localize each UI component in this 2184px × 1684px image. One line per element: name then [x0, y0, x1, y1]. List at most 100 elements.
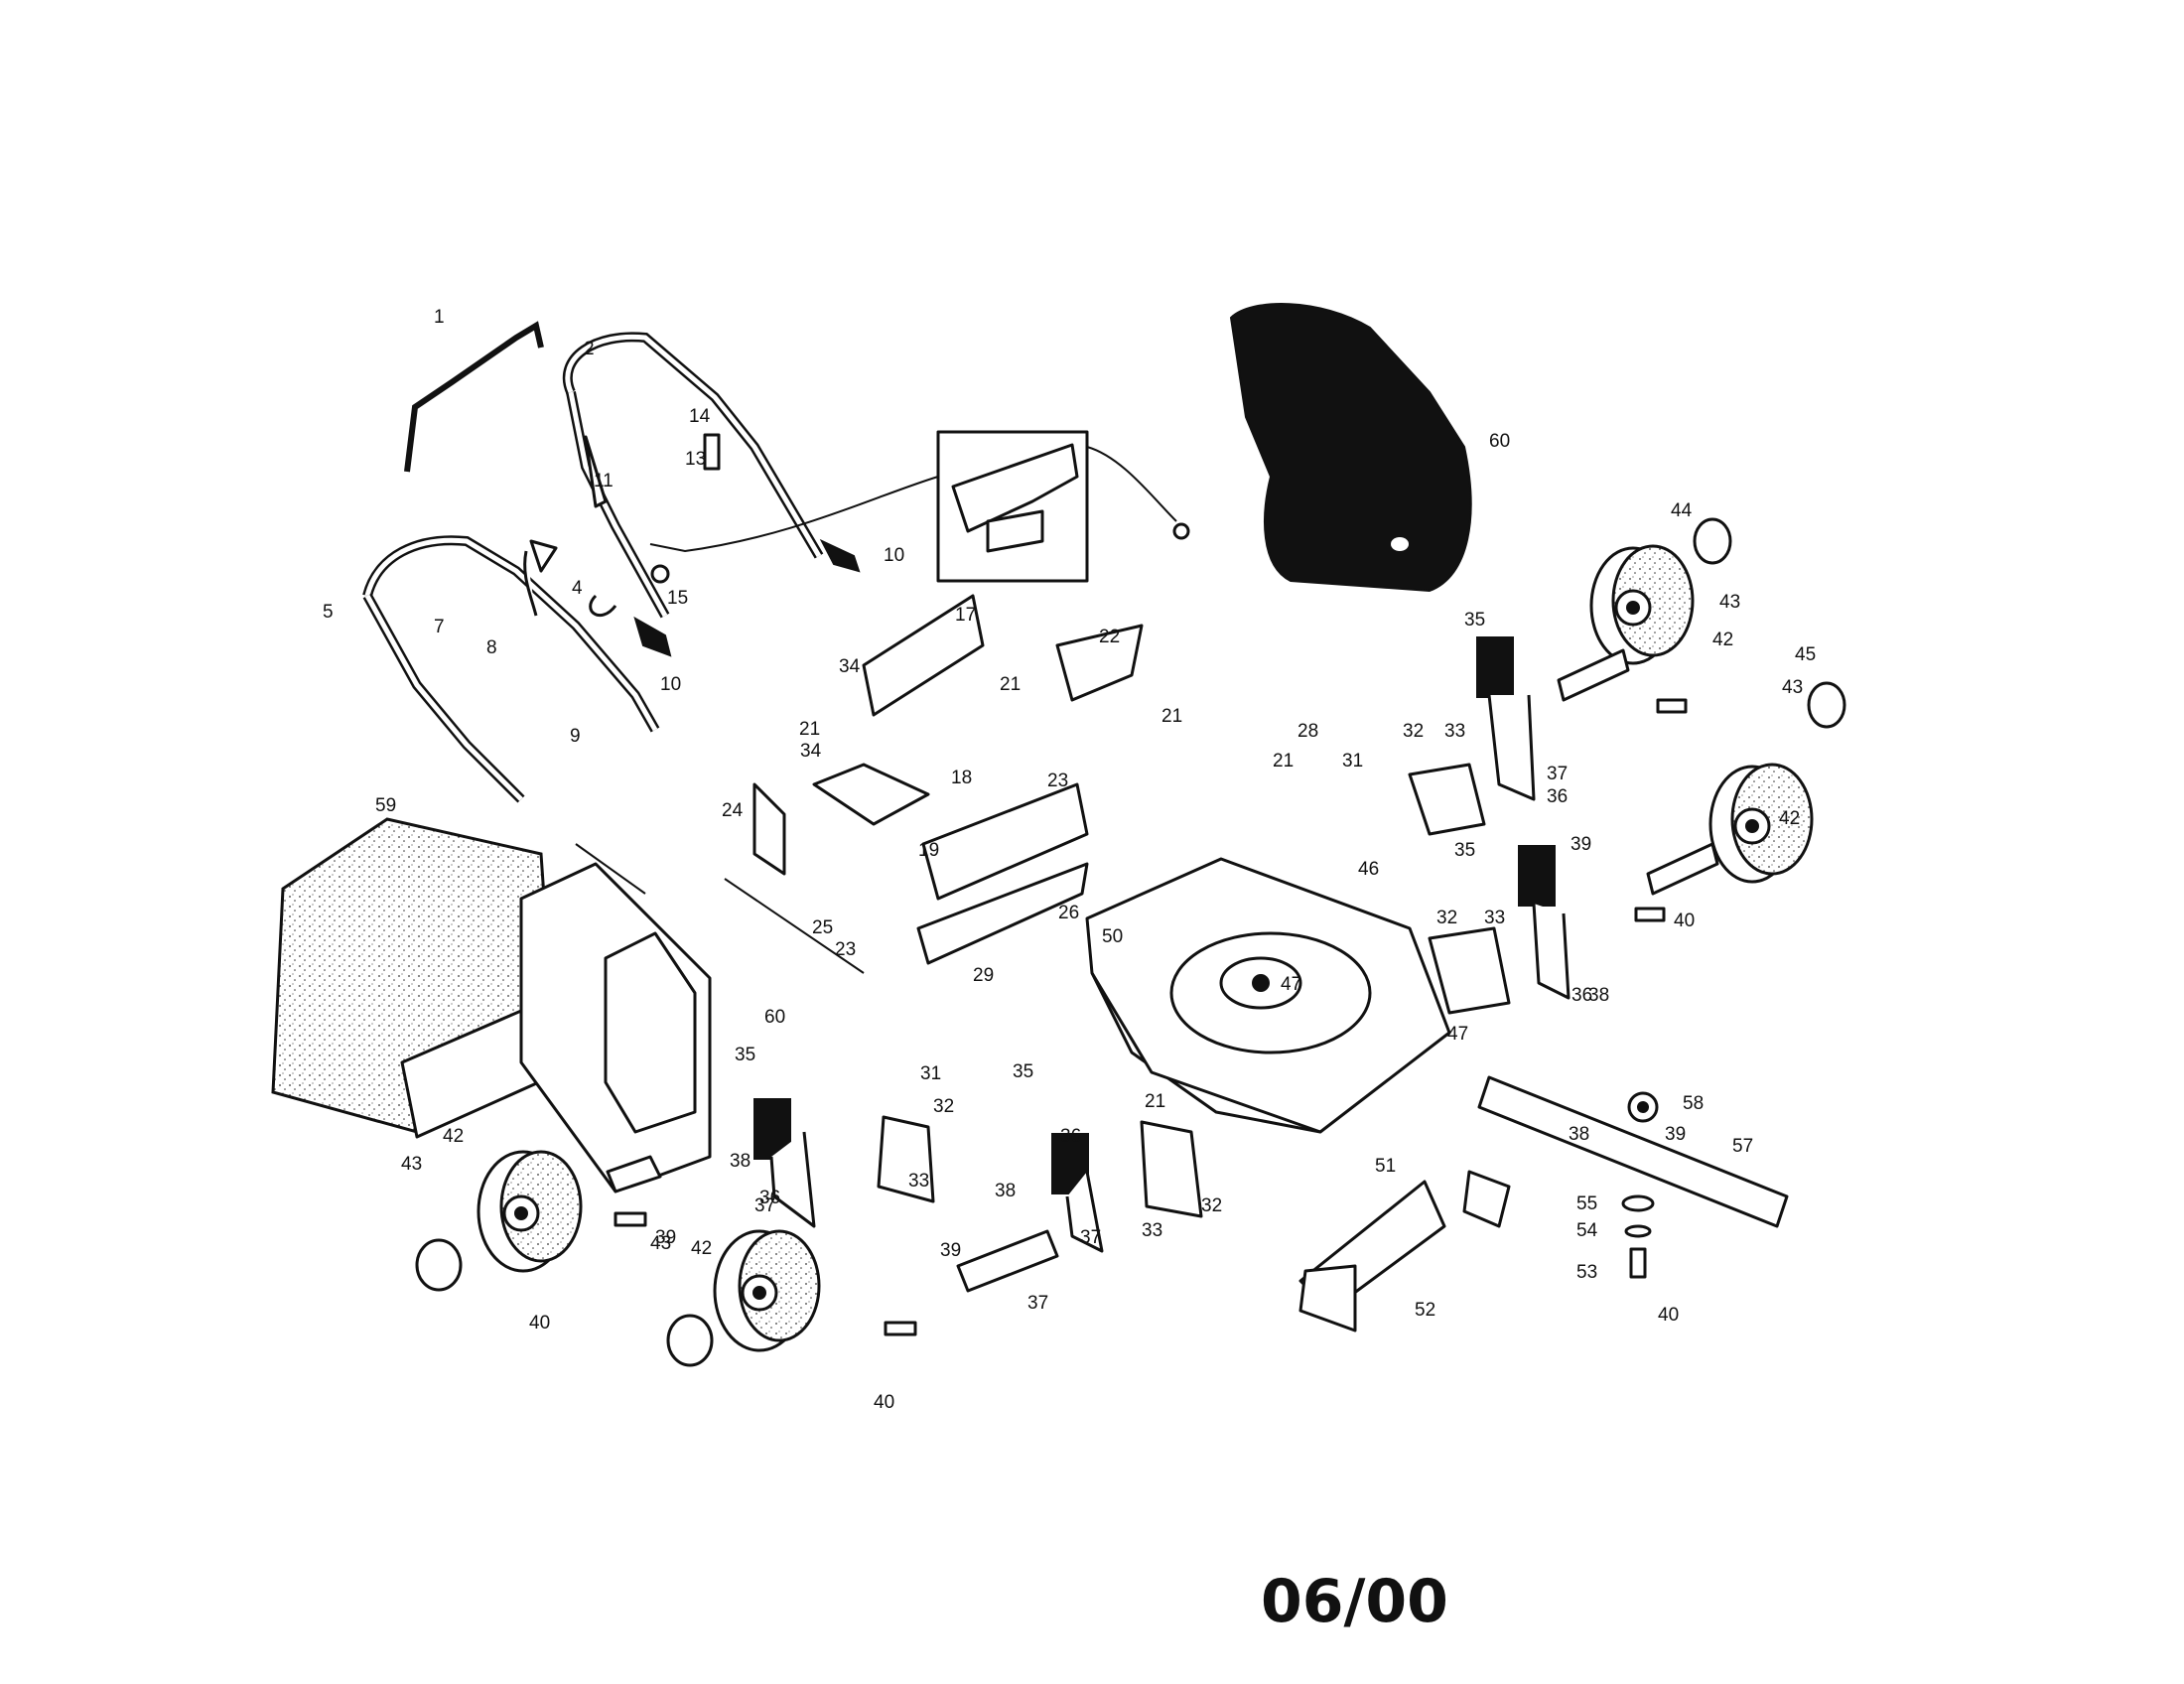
callout: 14	[689, 406, 711, 427]
callout: 21	[1161, 706, 1182, 727]
callout: 37	[754, 1195, 775, 1216]
wheel-front-right	[713, 1229, 821, 1352]
callout: 24	[722, 800, 744, 821]
callout: 23	[1047, 771, 1068, 791]
bag-frame	[519, 862, 712, 1193]
callout: 33	[908, 1171, 929, 1192]
callout: 28	[1297, 721, 1318, 742]
callout: 40	[1658, 1305, 1679, 1326]
callout: 31	[920, 1063, 941, 1084]
callout: 50	[1102, 926, 1123, 947]
callout: 39	[1665, 1124, 1686, 1145]
callout: 43	[401, 1154, 422, 1175]
callout: 11	[594, 471, 614, 491]
callout: 25	[812, 917, 833, 938]
callout: 59	[375, 795, 396, 816]
callout-labels: 1 2 4 5 7 8 9 10 10 11 13 14 15 17 18 19…	[323, 307, 1816, 1413]
callout: 35	[735, 1045, 755, 1065]
callout: 36	[1571, 985, 1592, 1006]
callout: 40	[529, 1313, 550, 1333]
callout: 40	[874, 1392, 894, 1413]
callout: 42	[1712, 630, 1733, 650]
axles-and-bolts	[606, 648, 1719, 1336]
callout: 13	[685, 449, 706, 470]
callout: 21	[1273, 751, 1294, 772]
callout: 8	[486, 637, 497, 658]
callout: 37	[1080, 1227, 1101, 1248]
callout: 60	[1489, 431, 1510, 452]
callout: 2	[584, 339, 595, 359]
callout: 58	[1683, 1093, 1704, 1114]
callout: 26	[1058, 903, 1079, 923]
callout: 33	[1142, 1220, 1162, 1241]
callout: 36	[1060, 1126, 1081, 1147]
blade	[1477, 1075, 1789, 1228]
callout: 33	[1484, 908, 1505, 928]
callout: 4	[572, 578, 583, 599]
wheel-rear-lower	[1708, 763, 1814, 884]
callout: 43	[1719, 592, 1740, 613]
callout: 34	[800, 741, 822, 762]
callout: 43	[1782, 677, 1803, 698]
callout: 42	[1779, 808, 1800, 829]
callout: 51	[1375, 1156, 1396, 1177]
callout: 21	[1000, 674, 1021, 695]
callout: 33	[1444, 721, 1465, 742]
callout: 7	[434, 617, 445, 637]
engine	[1229, 303, 1472, 593]
callout: 32	[1201, 1195, 1222, 1216]
callout: 45	[1795, 644, 1816, 665]
callout: 39	[1570, 834, 1591, 855]
callout: 32	[1436, 908, 1457, 928]
callout: 32	[1403, 721, 1424, 742]
callout: 29	[973, 965, 994, 986]
callout: 43	[650, 1233, 671, 1254]
callout: 44	[1671, 500, 1693, 521]
callout: 22	[1099, 627, 1120, 647]
callout: 17	[955, 605, 976, 626]
callout: 37	[1027, 1293, 1048, 1314]
callout: 60	[764, 1007, 785, 1028]
callout: 18	[951, 768, 972, 788]
date-code: 06/00	[1261, 1567, 1448, 1636]
callout: 39	[940, 1240, 961, 1261]
wheel-front-left	[477, 1150, 583, 1273]
mower-deck	[1085, 857, 1451, 1134]
hubcaps	[415, 517, 1846, 1367]
callout: 35	[1454, 840, 1475, 861]
callout: 38	[995, 1181, 1016, 1201]
control-panel	[649, 430, 1190, 583]
grass-bag	[271, 817, 563, 1139]
callout: 38	[730, 1151, 751, 1172]
callout: 1	[434, 307, 445, 328]
callout: 9	[570, 726, 581, 747]
callout: 42	[691, 1238, 712, 1259]
callout: 21	[799, 719, 820, 740]
callout: 5	[323, 602, 334, 623]
callout: 36	[759, 1188, 780, 1208]
handle-hardware	[523, 433, 861, 657]
callout: 53	[1576, 1262, 1597, 1283]
callout: 42	[443, 1126, 464, 1147]
callout: 10	[884, 545, 904, 566]
callout: 37	[1547, 764, 1568, 784]
height-adjusters	[753, 636, 1570, 1253]
wheel-rear-upper	[1589, 544, 1695, 665]
callout: 39	[655, 1227, 676, 1248]
callout: 21	[1145, 1091, 1165, 1112]
callout: 57	[1732, 1136, 1753, 1157]
callout: 34	[839, 656, 861, 677]
callout: 36	[1547, 786, 1568, 807]
callout: 47	[1447, 1024, 1468, 1045]
chute-assembly	[575, 594, 1144, 974]
callout: 23	[835, 939, 856, 960]
callout: 32	[933, 1096, 954, 1117]
lower-handle	[362, 535, 660, 803]
callout: 54	[1576, 1220, 1598, 1241]
callout: 55	[1576, 1193, 1597, 1214]
callout: 46	[1358, 859, 1379, 880]
callout: 52	[1415, 1300, 1435, 1321]
callout: 10	[660, 674, 681, 695]
blade-hardware	[1621, 1194, 1655, 1279]
